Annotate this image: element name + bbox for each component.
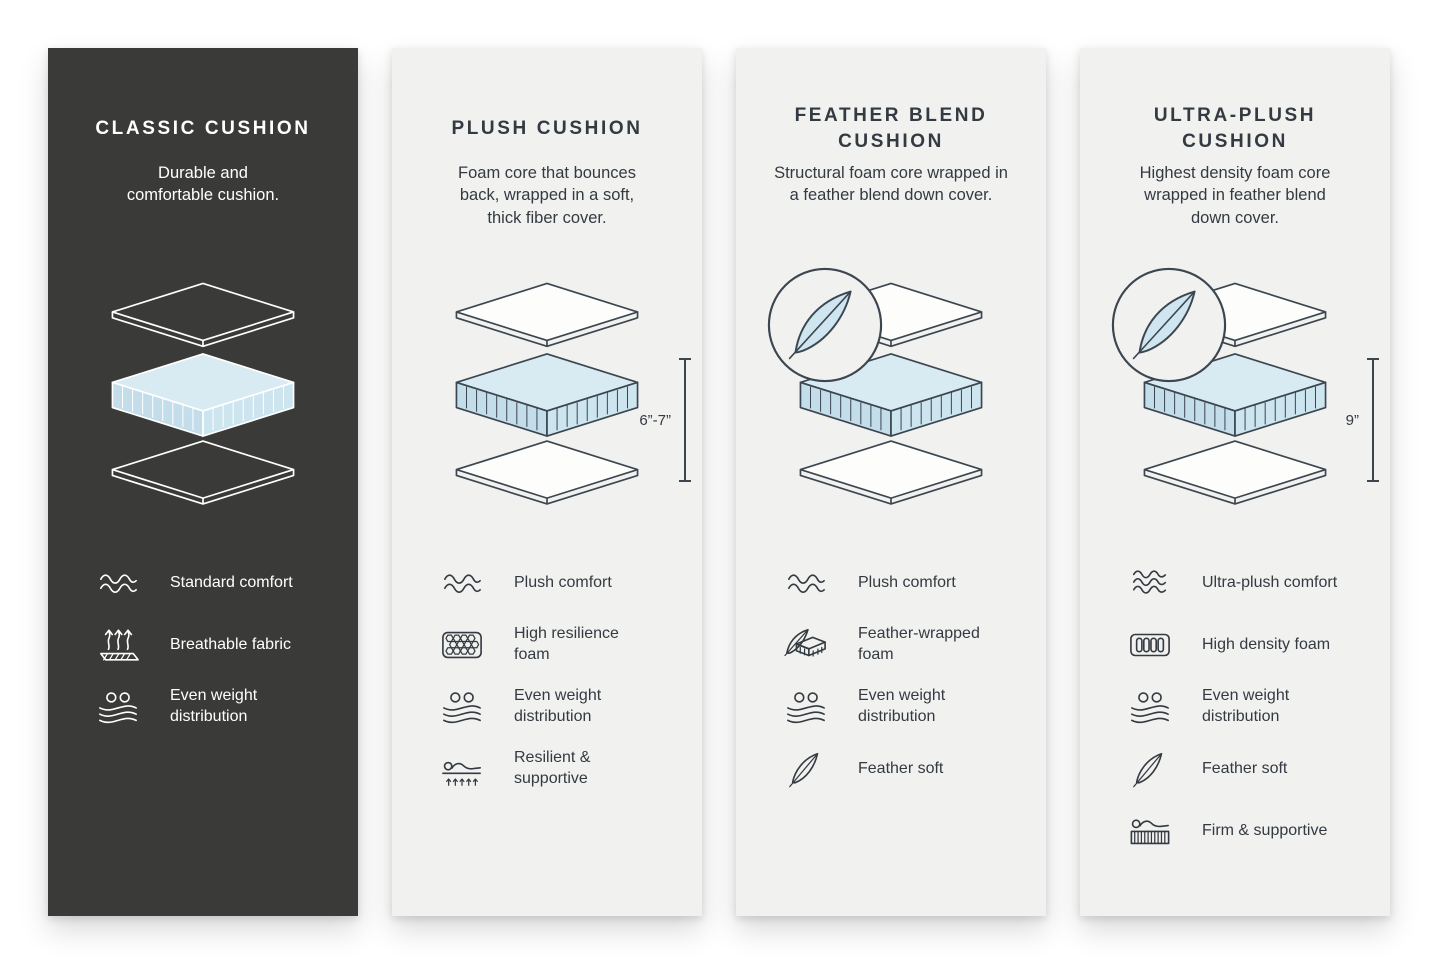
feature-list: Ultra-plush comfort High density foam Ev… <box>1102 560 1368 854</box>
foam-core-layer <box>111 352 295 437</box>
cushion-layers-illustration <box>111 282 295 505</box>
dimension-line <box>679 358 691 482</box>
cushion-diagram: 6”-7” <box>414 242 691 552</box>
feature-label: Resilient & supportive <box>514 749 591 787</box>
bottom-cover-layer <box>455 439 639 505</box>
feature-row: High density foam <box>1124 622 1368 668</box>
cushion-diagram <box>70 242 336 552</box>
feature-row: Even weight distribution <box>1124 684 1368 730</box>
panel-title: ULTRA-PLUSH CUSHION <box>1153 105 1317 152</box>
feature-row: Firm & supportive <box>1124 808 1368 854</box>
even-weight-icon <box>92 686 144 728</box>
panel-title: CLASSIC CUSHION <box>95 118 311 140</box>
panel-description: Foam core that bounces back, wrapped in … <box>458 164 636 227</box>
bottom-cover-layer <box>1143 439 1327 505</box>
cushion-layers-illustration <box>455 282 639 505</box>
feature-label: Even weight distribution <box>1202 687 1290 725</box>
feature-label: Even weight distribution <box>858 687 946 725</box>
panel-title: FEATHER BLEND CUSHION <box>794 105 988 152</box>
high-density-foam-icon <box>1124 624 1176 666</box>
wave-icon <box>780 562 832 604</box>
feature-label: High resilience foam <box>514 625 619 663</box>
feature-row: Even weight distribution <box>780 684 1024 730</box>
feature-row: Ultra-plush comfort <box>1124 560 1368 606</box>
top-cover-layer <box>111 282 295 347</box>
panel-description: Durable and comfortable cushion. <box>126 164 280 205</box>
panel-description: Highest density foam core wrapped in fea… <box>1139 164 1331 227</box>
wave-icon <box>436 562 488 604</box>
feature-row: Even weight distribution <box>92 684 336 730</box>
feature-label: Feather soft <box>1202 759 1288 777</box>
honeycomb-foam-icon <box>436 624 488 666</box>
feature-label: Plush comfort <box>858 573 956 591</box>
resilient-supportive-icon <box>436 748 488 790</box>
height-dimension: 6”-7” <box>639 358 692 482</box>
feature-row: Feather-wrapped foam <box>780 622 1024 668</box>
dimension-label: 6”-7” <box>639 411 671 429</box>
height-dimension: 9” <box>1346 358 1380 482</box>
dimension-line <box>1367 358 1379 482</box>
triple-wave-icon <box>1124 562 1176 604</box>
bottom-cover-layer <box>111 439 295 505</box>
feature-row: Resilient & supportive <box>436 746 680 792</box>
top-cover-layer <box>455 282 639 347</box>
feature-row: Plush comfort <box>436 560 680 606</box>
feather-icon <box>1124 748 1176 790</box>
cushion-diagram: 9” <box>1102 242 1379 552</box>
feature-row: High resilience foam <box>436 622 680 668</box>
even-weight-icon <box>1124 686 1176 728</box>
breathable-fabric-icon <box>92 624 144 666</box>
feature-list: Plush comfort Feather-wrapped foam Even … <box>758 560 1024 792</box>
panel-ultra-plush-cushion: ULTRA-PLUSH CUSHION Highest density foam… <box>1080 48 1390 916</box>
panel-plush-cushion: PLUSH CUSHION Foam core that bounces bac… <box>392 48 702 916</box>
feature-row: Standard comfort <box>92 560 336 606</box>
feature-row: Feather soft <box>1124 746 1368 792</box>
feather-badge-icon <box>1111 267 1227 383</box>
feather-wrapped-foam-icon <box>780 624 832 666</box>
even-weight-icon <box>436 686 488 728</box>
foam-core-layer <box>455 352 639 437</box>
firm-supportive-icon <box>1124 810 1176 852</box>
cushion-comparison-infographic: CLASSIC CUSHION Durable and comfortable … <box>48 48 1390 916</box>
wave-icon <box>92 562 144 604</box>
feature-row: Even weight distribution <box>436 684 680 730</box>
feather-badge-icon <box>767 267 883 383</box>
even-weight-icon <box>780 686 832 728</box>
feature-label: Ultra-plush comfort <box>1202 573 1338 591</box>
feature-label: Feather-wrapped foam <box>858 625 980 663</box>
panel-feather-blend-cushion: FEATHER BLEND CUSHION Structural foam co… <box>736 48 1046 916</box>
feature-label: Standard comfort <box>170 573 293 591</box>
feature-list: Standard comfort Breathable fabric Even … <box>70 560 336 730</box>
feature-row: Breathable fabric <box>92 622 336 668</box>
feature-list: Plush comfort High resilience foam Even … <box>414 560 680 792</box>
feature-label: Feather soft <box>858 759 944 777</box>
panel-classic-cushion: CLASSIC CUSHION Durable and comfortable … <box>48 48 358 916</box>
feather-icon <box>780 748 832 790</box>
feature-label: Breathable fabric <box>170 635 291 653</box>
bottom-cover-layer <box>799 439 983 505</box>
panel-description: Structural foam core wrapped in a feathe… <box>774 164 1008 205</box>
dimension-label: 9” <box>1345 411 1359 429</box>
panel-title: PLUSH CUSHION <box>451 118 643 140</box>
cushion-diagram <box>758 242 1024 552</box>
feature-label: High density foam <box>1202 635 1331 653</box>
feature-row: Plush comfort <box>780 560 1024 606</box>
feature-label: Even weight distribution <box>514 687 602 725</box>
feature-label: Even weight distribution <box>170 687 258 725</box>
feature-label: Plush comfort <box>514 573 612 591</box>
feature-label: Firm & supportive <box>1202 821 1328 839</box>
feature-row: Feather soft <box>780 746 1024 792</box>
